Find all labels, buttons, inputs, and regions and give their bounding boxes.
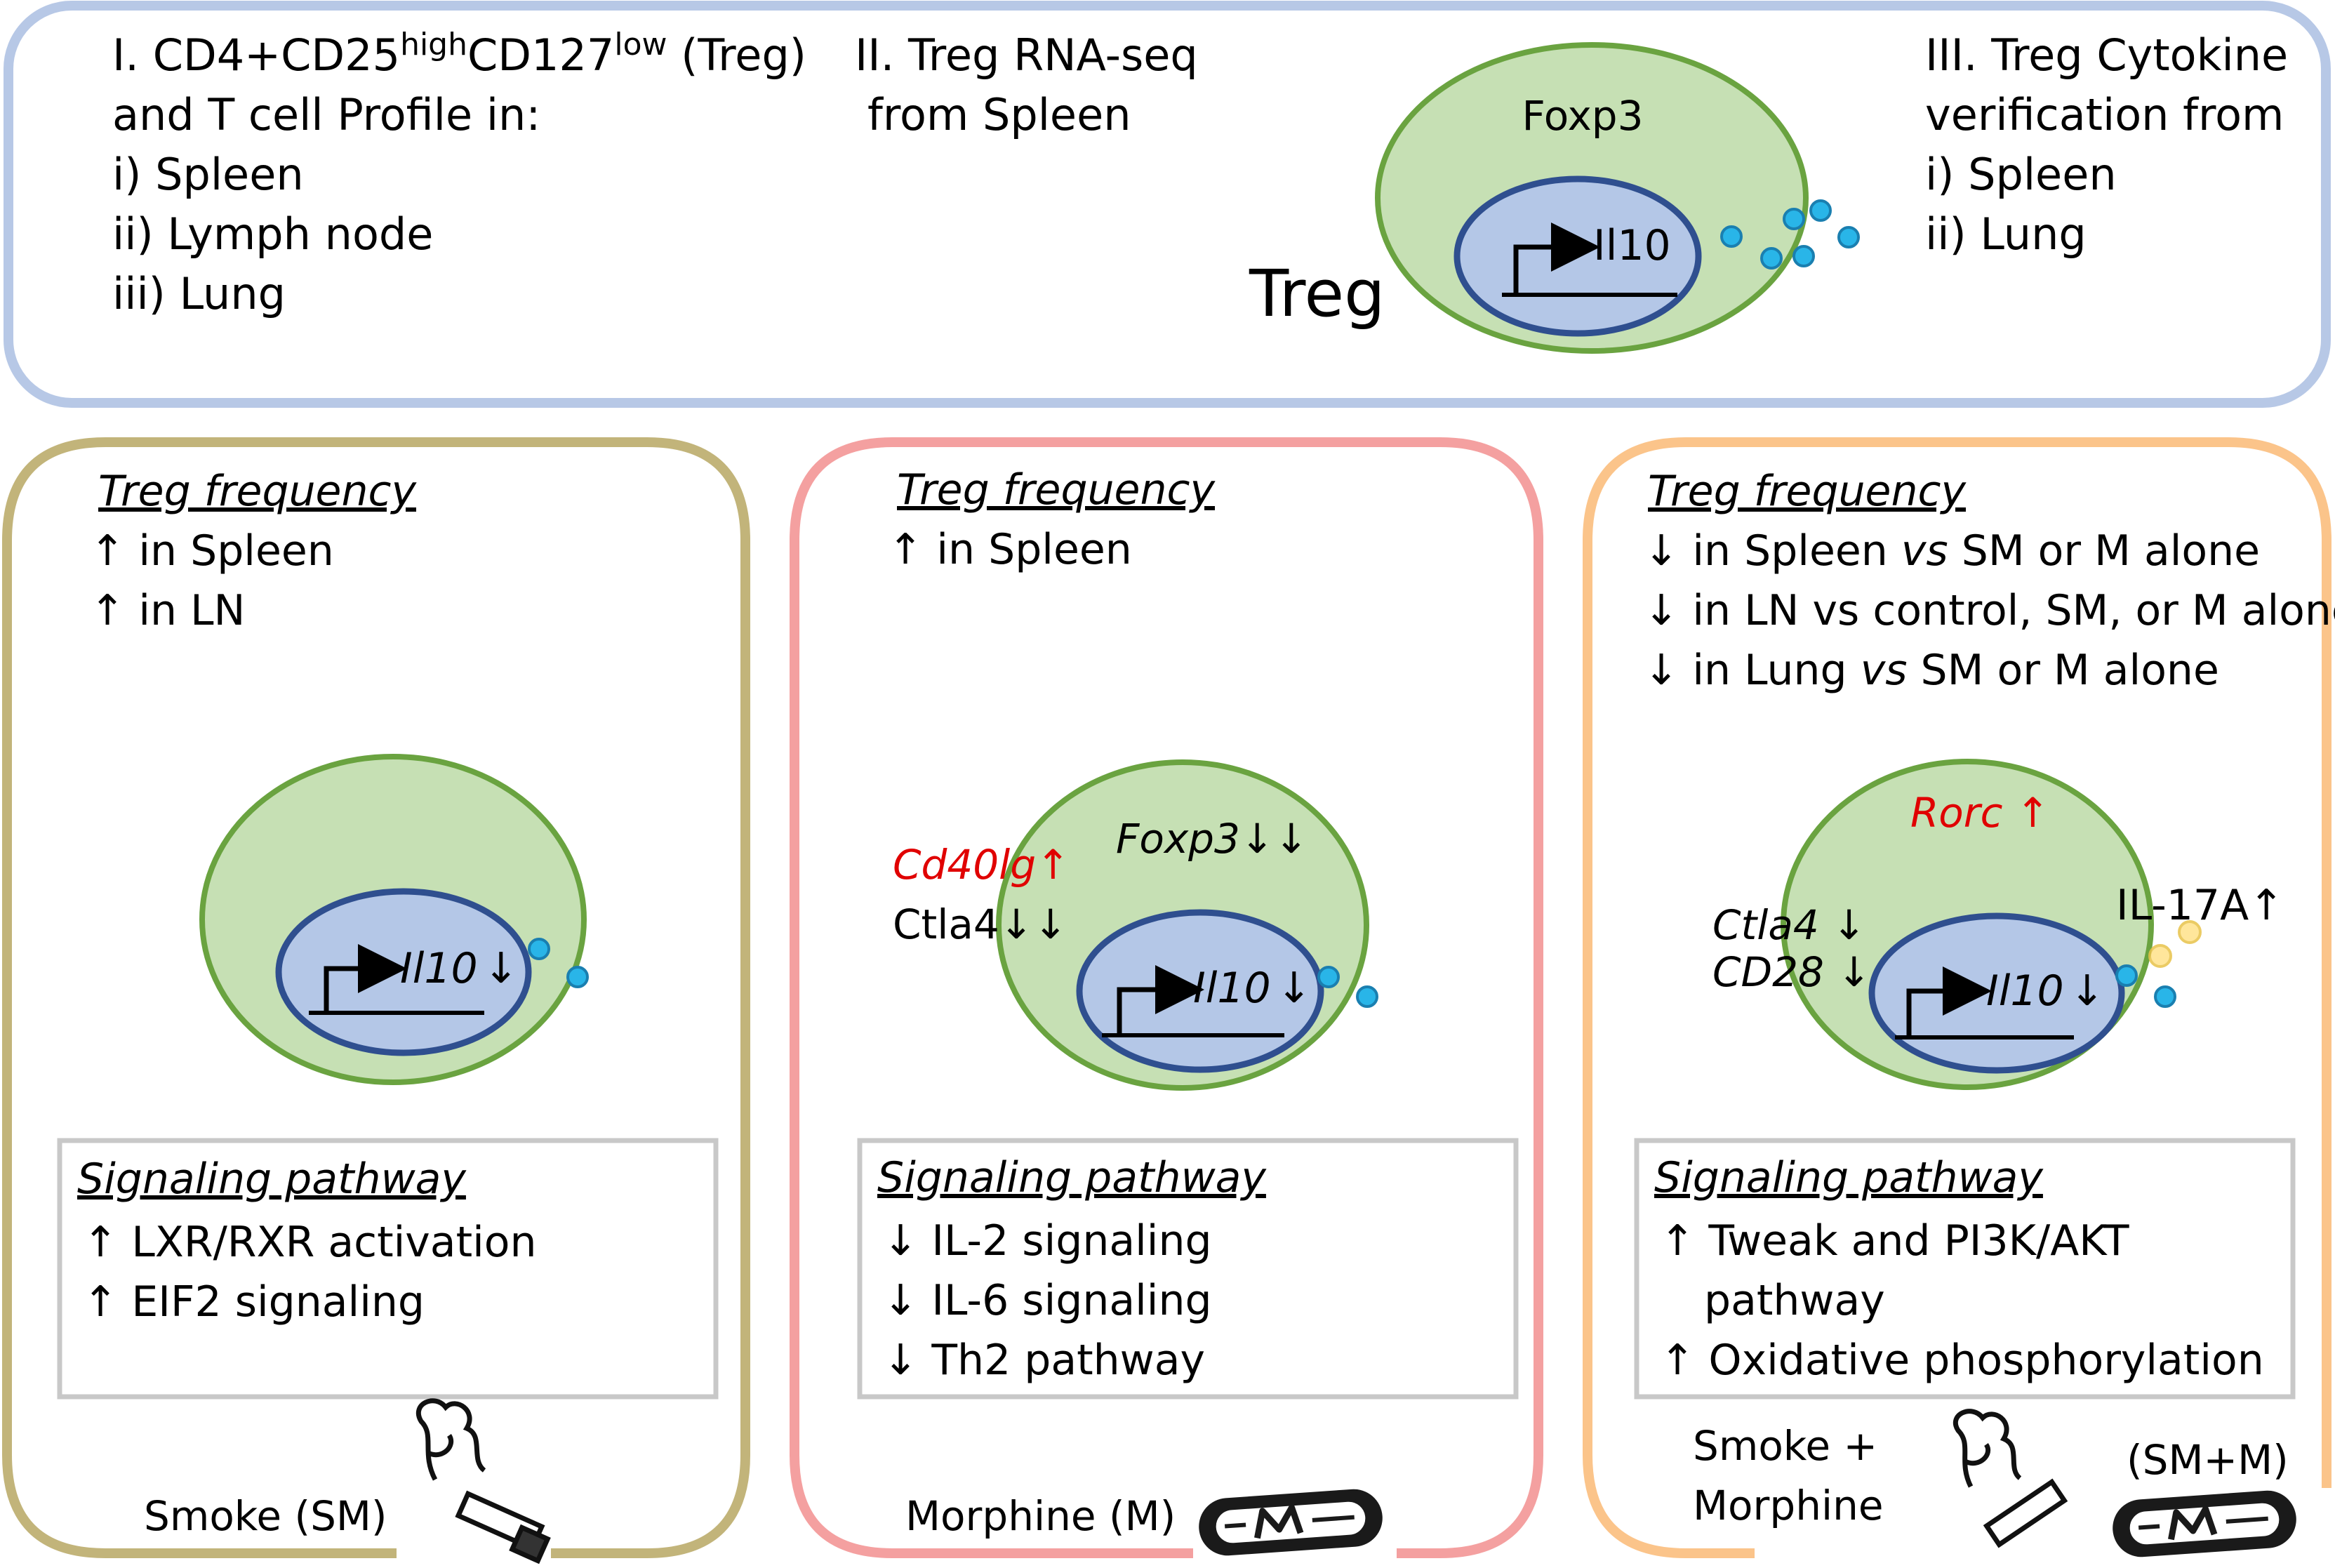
top-col1-line3: i) Spleen: [112, 149, 304, 200]
top-col3-line1: III. Treg Cytokine: [1925, 29, 2288, 81]
panel-combined-cytokine-dot-2: [2154, 985, 2176, 1008]
panel-combined-footer-line1: Smoke +: [1693, 1422, 1877, 1470]
panel-combined-cytokine-dot-1: [2115, 964, 2138, 987]
panel-morphine-signaling-item-1: ↓ IL-2 signaling: [883, 1216, 1212, 1265]
top-panel-border: [4, 1, 2331, 408]
panel-smoke-promoter-arrow: [324, 944, 407, 1013]
panel-smoke-gene: Il10↓: [400, 944, 519, 993]
panel-combined-il17a-dot-2: [2178, 920, 2202, 944]
top-cell-gene-label: Il10: [1593, 221, 1671, 270]
top-col1: I. CD4+CD25highCD127low (Treg) and T cel…: [112, 27, 806, 319]
panel-morphine: Treg frequency ↑ in Spleen Foxp3↓↓ Cd40l…: [790, 437, 1543, 1558]
panel-morphine-ctla4: Ctla4↓↓: [893, 901, 1067, 948]
panel-smoke-footer: Smoke (SM): [144, 1492, 387, 1540]
panel-combined-rorc: Rorc ↑: [1910, 789, 2050, 837]
top-promoter-arrow: [1513, 222, 1600, 295]
panel-combined-title: Treg frequency: [1648, 467, 1967, 516]
panel-morphine-signaling-item-3: ↓ Th2 pathway: [883, 1336, 1205, 1385]
top-col3-line4: ii) Lung: [1925, 208, 2087, 260]
top-col2: II. Treg RNA-seq from Spleen: [855, 29, 1198, 140]
panel-morphine-cytokine-dot-1: [1317, 966, 1340, 988]
panel-combined-signaling-box: [1634, 1138, 2296, 1400]
panel-combined-border: [1583, 437, 2331, 1558]
panel-combined-il17a: IL-17A↑: [2116, 881, 2284, 930]
panel-combined-il17a-dot-1: [2148, 944, 2172, 968]
panel-combined-cd28: CD28 ↓: [1712, 948, 1871, 996]
top-cytokine-dots: [1720, 199, 1860, 270]
panel-combined-ctla4: Ctla4 ↓: [1712, 901, 1866, 949]
panel-smoke-title: Treg frequency: [98, 467, 417, 516]
panel-combined-item-2: ↓ in LN vs control, SM, or M alone: [1644, 586, 2335, 635]
panel-combined-signaling-item-1: ↑ Tweak and PI3K/AKT: [1660, 1216, 2129, 1265]
morphine-pill-icon: [1199, 1489, 1383, 1556]
top-col1-line1: I. CD4+CD25highCD127low (Treg): [112, 27, 806, 81]
cigarette-icon: [1953, 1409, 2068, 1548]
panel-morphine-cytokine-dot-2: [1356, 985, 1378, 1008]
top-treg-cell: Foxp3 Il10 Treg: [1249, 42, 1860, 354]
panel-smoke-signaling-item-1: ↑ LXR/RXR activation: [83, 1218, 537, 1267]
top-cell-foxp3-label: Foxp3: [1522, 92, 1643, 140]
panel-combined-footer-right: (SM+M): [2127, 1436, 2289, 1484]
top-col2-line1: II. Treg RNA-seq: [855, 29, 1198, 81]
panel-smoke-item-2: ↑ in LN: [90, 586, 245, 635]
panel-smoke-signaling-title: Signaling pathway: [77, 1155, 467, 1204]
panel-smoke-cytokine-dot-1: [528, 938, 550, 960]
panel-morphine-gene: Il10↓: [1193, 964, 1312, 1013]
panel-smoke-cytokine-dot-2: [566, 966, 589, 988]
panel-morphine-foxp3: Foxp3↓↓: [1116, 815, 1308, 863]
panel-morphine-title: Treg frequency: [897, 465, 1216, 514]
panel-morphine-signaling-item-2: ↓ IL-6 signaling: [883, 1276, 1212, 1325]
panel-morphine-signaling-box: [857, 1138, 1519, 1400]
top-col3: III. Treg Cytokine verification from i) …: [1925, 29, 2288, 260]
panel-combined-signaling-item-2: pathway: [1704, 1276, 1885, 1325]
panel-combined-footer-line2: Morphine: [1693, 1482, 1884, 1529]
panel-combined-item-3: ↓ in Lung vs SM or M alone: [1644, 646, 2219, 695]
panel-morphine-border: [790, 437, 1543, 1558]
panel-combined-signaling-title: Signaling pathway: [1654, 1153, 2044, 1202]
top-col2-line2: from Spleen: [867, 89, 1131, 140]
top-col3-line3: i) Spleen: [1925, 149, 2117, 200]
panel-combined-nucleus: [1868, 912, 2125, 1074]
panel-combined-signaling-item-3: ↑ Oxidative phosphorylation: [1660, 1336, 2264, 1385]
panel-smoke-morphine: Treg frequency ↓ in Spleen vs SM or M al…: [1583, 437, 2335, 1558]
top-col1-line2: and T cell Profile in:: [112, 89, 540, 140]
panel-morphine-signaling-title: Signaling pathway: [877, 1153, 1267, 1202]
panel-smoke-signaling-box: [57, 1138, 719, 1400]
panel-morphine-promoter-arrow: [1117, 965, 1204, 1035]
panel-morphine-item-1: ↑ in Spleen: [888, 525, 1132, 574]
panel-smoke-signaling-item-2: ↑ EIF2 signaling: [83, 1277, 425, 1327]
panel-morphine-cd40lg: Cd40lg↑: [893, 841, 1070, 889]
top-col3-line2: verification from: [1925, 89, 2284, 140]
panel-smoke-item-1: ↑ in Spleen: [90, 526, 334, 576]
panel-combined-item-1: ↓ in Spleen vs SM or M alone: [1644, 526, 2260, 576]
panel-smoke: Treg frequency ↑ in Spleen ↑ in LN Il10↓…: [2, 437, 750, 1564]
top-col1-line4: ii) Lymph node: [112, 208, 433, 260]
panel-morphine-footer: Morphine (M): [905, 1492, 1176, 1540]
top-col1-line5: iii) Lung: [112, 268, 286, 319]
top-treg-label: Treg: [1249, 256, 1385, 331]
panel-combined-gene: Il10↓: [1986, 966, 2105, 1016]
panel-combined-promoter-arrow: [1906, 966, 1992, 1037]
cigarette-icon: [415, 1398, 551, 1564]
morphine-pill-icon: [2113, 1490, 2296, 1557]
panel-smoke-border: [2, 437, 750, 1558]
